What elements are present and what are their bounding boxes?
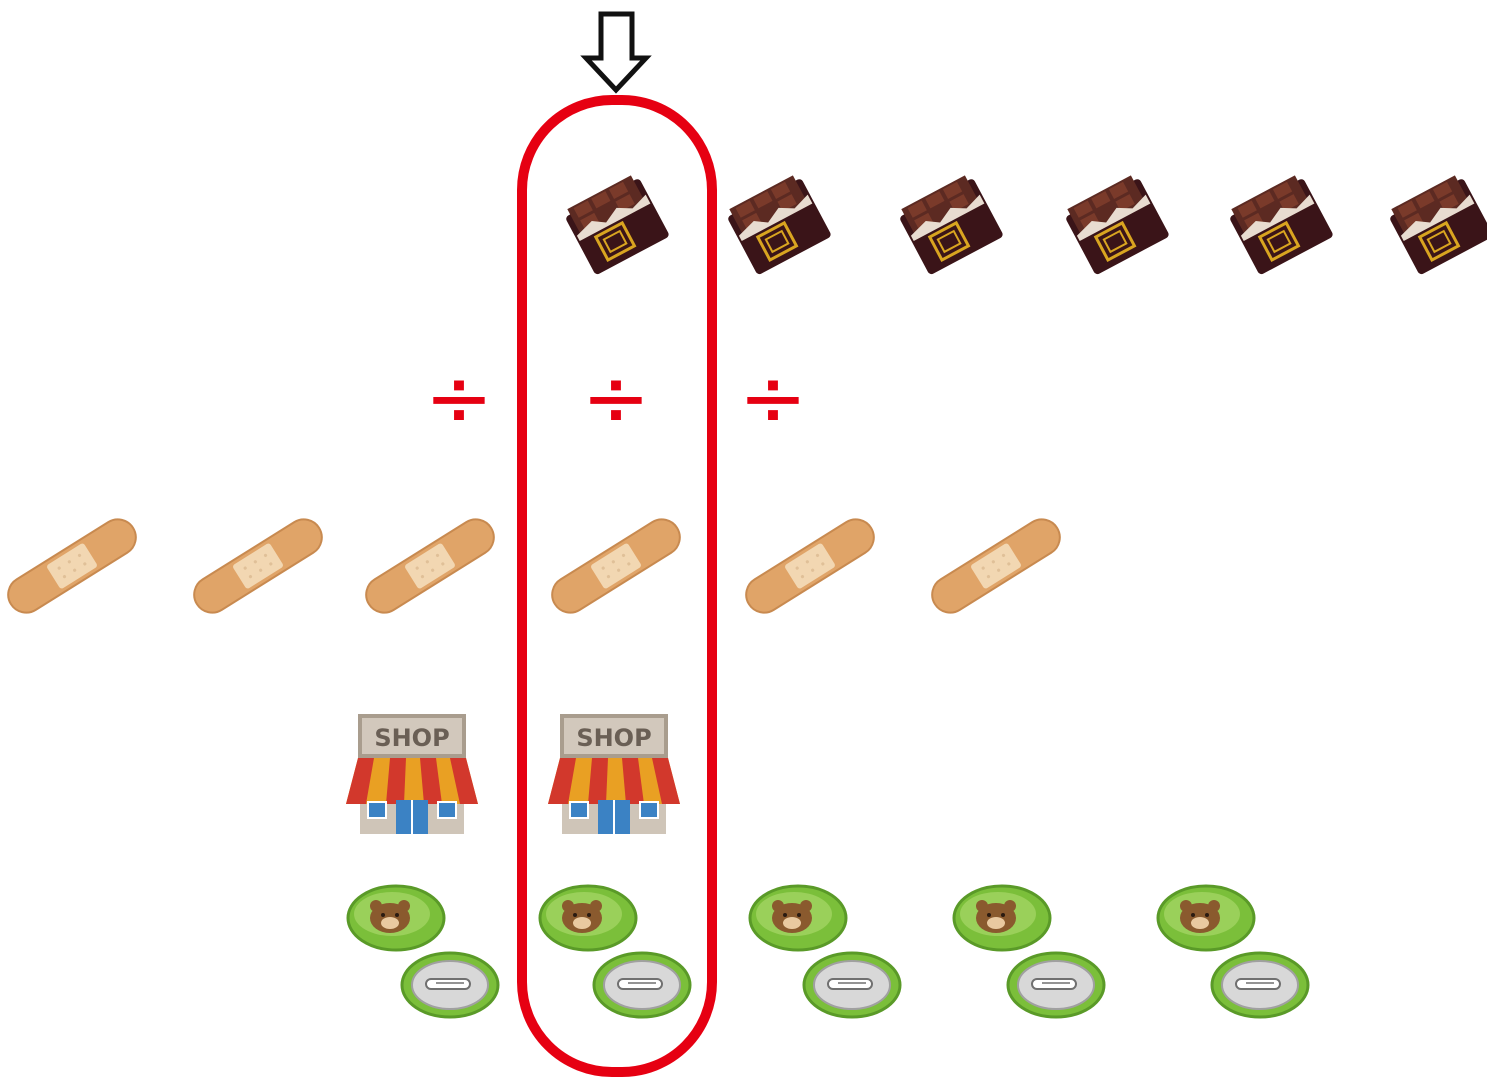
badge-row [346, 884, 1310, 1019]
chocolate-bar-icon [1224, 170, 1336, 278]
shop-label: SHOP [374, 724, 449, 752]
bandage-icon [738, 511, 882, 621]
bandage-icon [544, 511, 688, 621]
badge-back-icon [592, 951, 692, 1019]
division-sign: ÷ [425, 351, 494, 446]
bear-badge-icon [1156, 884, 1256, 952]
division-sign: ÷ [739, 351, 808, 446]
bear-badge-icon [748, 884, 848, 952]
selected-column-highlight [517, 95, 717, 1077]
chocolate-bar-icon [1060, 170, 1172, 278]
bear-badge-icon [538, 884, 638, 952]
shop-row: SHOP SHOP [345, 713, 681, 835]
bandage-icon [924, 511, 1068, 621]
shop-icon: SHOP [345, 713, 479, 835]
badge-back-icon [802, 951, 902, 1019]
down-arrow-icon [580, 11, 652, 94]
badge-back-icon [400, 951, 500, 1019]
chocolate-bar-icon [1384, 170, 1487, 278]
division-row: ÷ ÷ ÷ [425, 351, 808, 446]
chocolate-bar-icon [560, 170, 672, 278]
bandage-icon [358, 511, 502, 621]
bandage-row [0, 511, 1068, 621]
bandage-icon [0, 511, 144, 621]
bear-badge-icon [952, 884, 1052, 952]
bear-badge-icon [346, 884, 446, 952]
badge-back-icon [1006, 951, 1106, 1019]
bandage-icon [186, 511, 330, 621]
division-sign: ÷ [582, 351, 651, 446]
shop-icon: SHOP [547, 713, 681, 835]
shop-label: SHOP [576, 724, 651, 752]
chocolate-row [560, 170, 1487, 278]
badge-back-icon [1210, 951, 1310, 1019]
chocolate-bar-icon [722, 170, 834, 278]
chocolate-bar-icon [894, 170, 1006, 278]
